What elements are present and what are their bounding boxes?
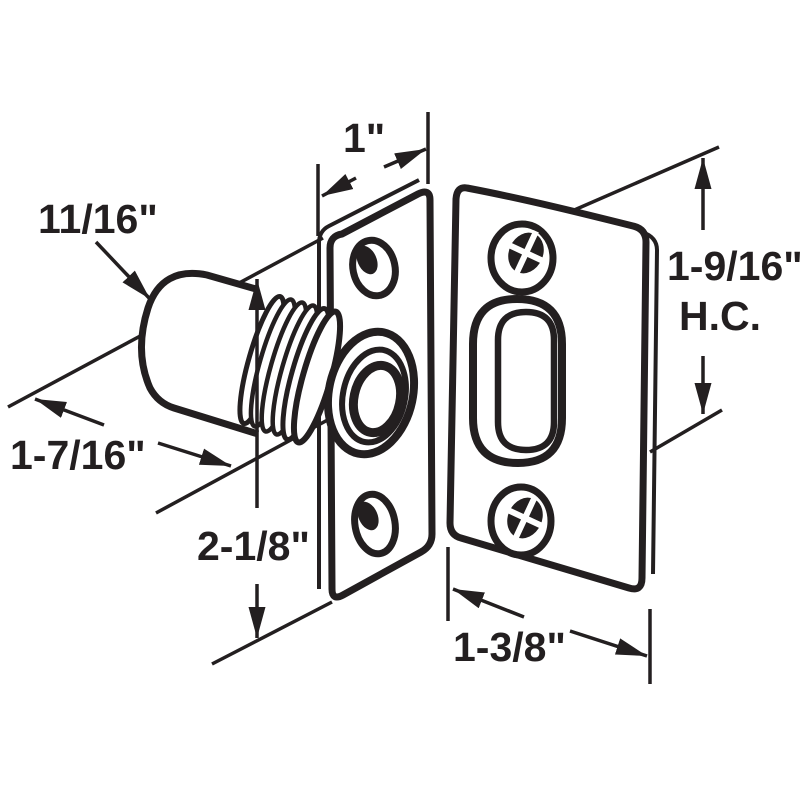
ball-catch-barrel xyxy=(138,269,419,459)
dim-hole-centers: 1-9/16" H.C. xyxy=(571,145,800,454)
cap-diameter-leader-arrow xyxy=(94,240,152,301)
barrel-length-arrow-right xyxy=(157,441,232,468)
barrel-length-arrow-left xyxy=(34,397,105,427)
dim-barrel-length: 1-7/16" xyxy=(10,397,232,478)
faceplate-height-label: 2-1/8" xyxy=(197,523,310,569)
barrel-length-label: 1-7/16" xyxy=(10,432,146,478)
hole-centers-label: 1-9/16" xyxy=(667,243,800,289)
faceplate-width-arrow-right xyxy=(383,147,427,170)
barrel-cap-outline xyxy=(138,269,260,438)
strike-screw-bottom xyxy=(487,483,555,559)
cap-diameter-label: 11/16" xyxy=(38,196,158,242)
screw-hole-top-bore xyxy=(356,245,378,275)
strike-slot-inner xyxy=(494,308,558,454)
hole-centers-abbr-label: H.C. xyxy=(679,293,761,339)
phillips-bottom-cross xyxy=(504,494,546,542)
dim-cap-diameter: 11/16" xyxy=(38,196,158,301)
screw-hole-bottom xyxy=(351,490,399,558)
screw-hole-bottom-bore xyxy=(357,501,379,531)
strike-screw-top-phillips xyxy=(505,229,547,277)
catch-boss xyxy=(323,327,419,459)
faceplate-width-label: 1" xyxy=(343,115,385,161)
strike-width-label: 1-3/8" xyxy=(453,624,566,670)
screw-hole-top xyxy=(349,236,399,300)
strike-screw-top xyxy=(487,220,557,296)
strike-plate xyxy=(446,184,660,593)
strike-slot xyxy=(469,294,566,468)
hole-centers-ext-top xyxy=(571,145,720,213)
catch-plate-thickness-edge xyxy=(317,178,420,589)
hole-centers-ext-bottom xyxy=(649,408,723,454)
dim-strike-width: 1-3/8" xyxy=(446,547,652,684)
strike-width-arrow-left xyxy=(452,587,525,619)
phillips-top-cross xyxy=(505,229,547,277)
barrel-cap-body xyxy=(141,273,258,434)
faceplate-width-arrow-left xyxy=(321,173,357,198)
dim-faceplate-height: 2-1/8" xyxy=(197,279,333,666)
barrel-threads xyxy=(237,293,344,446)
dim-faceplate-width: 1" xyxy=(316,112,430,236)
boss-inner-ring xyxy=(348,360,406,438)
faceplate-height-ext-bottom xyxy=(211,600,333,666)
strike-screw-bottom-phillips xyxy=(504,494,546,542)
strike-width-arrow-right xyxy=(569,629,648,658)
